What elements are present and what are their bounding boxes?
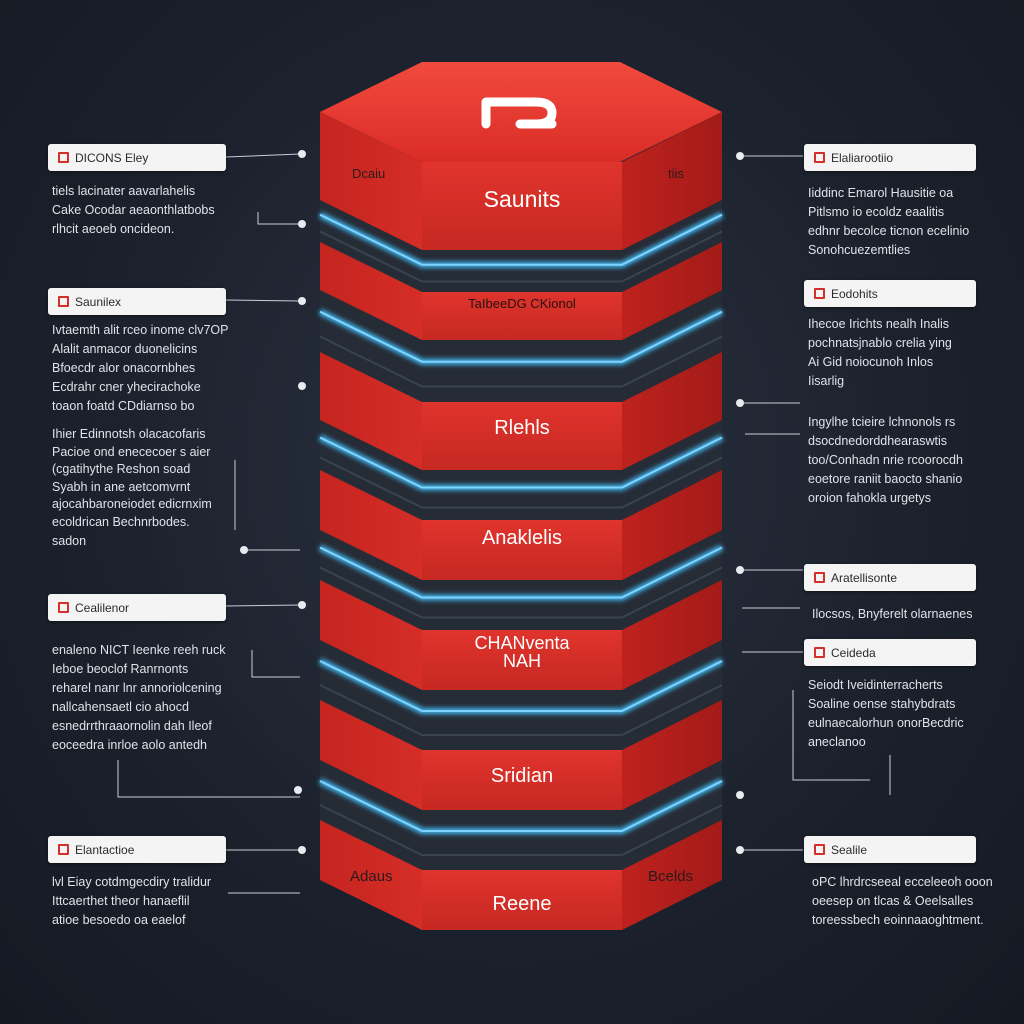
left-tag-1: DICONS Eley <box>48 144 226 171</box>
layer-4-right-face <box>622 470 722 580</box>
layer-label-7: Reene <box>492 893 552 915</box>
layer-3-front-face <box>422 402 622 470</box>
layer-7-right-face <box>622 820 722 930</box>
tag-square-icon <box>58 296 69 307</box>
logo-icon <box>481 97 557 129</box>
layer-2-left-face <box>320 242 422 340</box>
stack-top-face <box>320 62 722 162</box>
right-desc-4: Ilocsos, Bnyferelt olarnaenes <box>812 607 973 621</box>
tag-square-icon <box>58 844 69 855</box>
right-tag-4: Aratellisonte <box>804 564 976 591</box>
tag-square-icon <box>814 288 825 299</box>
separator-line <box>319 546 723 599</box>
right-tag-5: Ceideda <box>804 639 976 666</box>
separator-edge <box>319 335 723 388</box>
layer-1-left-face <box>320 112 422 250</box>
tag-square-icon <box>814 647 825 658</box>
layer-2-right-face <box>622 242 722 340</box>
separator-edge <box>319 456 723 509</box>
tag-square-icon <box>814 844 825 855</box>
separator-edge <box>319 566 723 619</box>
left-tag-5: Elantactioe <box>48 836 226 863</box>
layer-7-front-face <box>422 870 622 930</box>
tag-square-icon <box>814 152 825 163</box>
layer-5-left-face <box>320 580 422 690</box>
tag-square-icon <box>58 602 69 613</box>
separator-line <box>319 780 723 832</box>
layer-label-2: TaIbeeDG CKionol <box>468 296 576 311</box>
layer-5-front-face <box>422 630 622 690</box>
layer-7-left-face <box>320 820 422 930</box>
separator-line <box>319 436 723 489</box>
layer-7-right-label: Bcelds <box>648 868 694 885</box>
right-tag-2: Eodohits <box>804 280 976 307</box>
layer-4-front-face <box>422 520 622 580</box>
layer-7-left-label: Adaus <box>350 868 393 885</box>
layer-5-right-face <box>622 580 722 690</box>
layer-label-6: Sridian <box>490 765 554 787</box>
separator-edge <box>319 230 723 283</box>
layer-label-1: Saunits <box>483 186 561 212</box>
layer-4-left-face <box>320 470 422 580</box>
tag-square-icon <box>58 152 69 163</box>
layer-3-left-face <box>320 352 422 470</box>
separator-band <box>320 290 722 402</box>
separator-line <box>319 660 723 712</box>
separator-edge <box>319 684 723 736</box>
layer-label-4: Anaklelis <box>481 527 563 549</box>
right-tag-1: Elaliarootiio <box>804 144 976 171</box>
layer-6-left-face <box>320 700 422 810</box>
right-tag-6: Sealile <box>804 836 976 863</box>
layer-1-right-label: tiis <box>668 166 684 181</box>
left-tag-4: Cealilenor <box>48 594 226 621</box>
layer-6-right-face <box>622 700 722 810</box>
tag-square-icon <box>814 572 825 583</box>
layer-1-front-face <box>422 162 622 250</box>
layer-1-right-face <box>622 112 722 250</box>
layer-label-5: CHANventa NAH <box>474 633 570 671</box>
layer-1-left-label: Dcaiu <box>352 166 386 181</box>
layer-3-right-face <box>622 352 722 470</box>
separator-band <box>320 640 722 750</box>
layer-label-3: Rlehls <box>494 417 550 439</box>
left-tag-2: Saunilex <box>48 288 226 315</box>
separator-band <box>320 760 722 870</box>
layer-2-front-face <box>422 292 622 340</box>
separator-edge <box>319 804 723 856</box>
separator-line <box>319 213 723 266</box>
separator-band <box>320 200 722 292</box>
separator-line <box>319 310 723 363</box>
layer-6-front-face <box>422 750 622 810</box>
